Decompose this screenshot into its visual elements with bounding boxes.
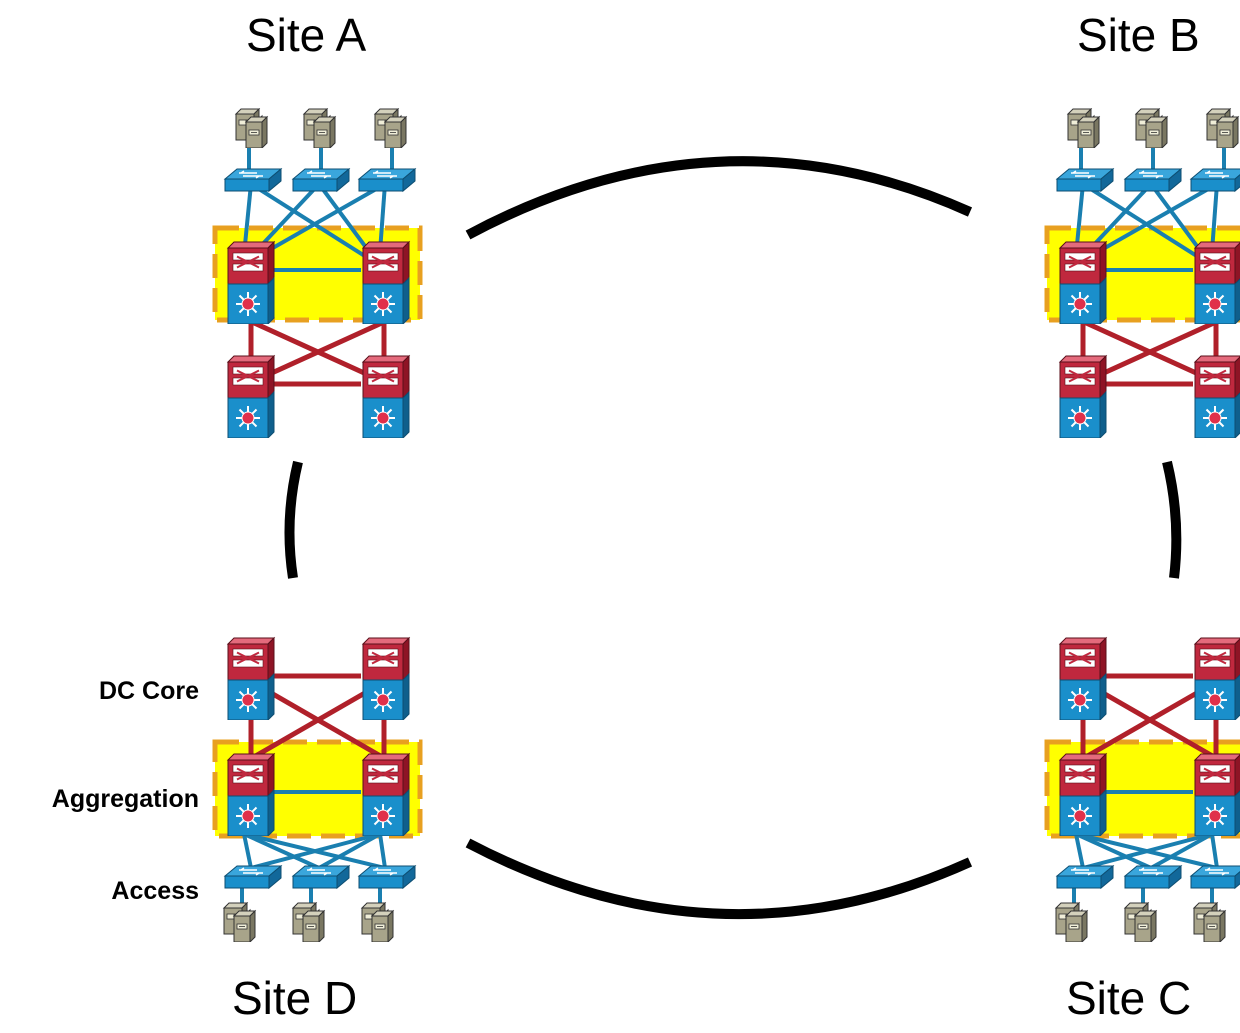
- site-d-core-switch-icon: [227, 637, 275, 720]
- site-c-l3-link: [1082, 679, 1218, 761]
- site-d-l2-link: [318, 832, 381, 870]
- tier-label-access: Access: [111, 877, 199, 905]
- site-a-server-icon: [374, 108, 407, 148]
- site-c-access-switch-icon: [1124, 865, 1182, 889]
- site-b-access-switch-icon: [1056, 168, 1114, 192]
- site-c-aggregation-switch-icon: [1059, 753, 1107, 836]
- site-a-core-switch-icon: [227, 355, 275, 438]
- site-b-access-switch-icon: [1124, 168, 1182, 192]
- site-d-topology: [212, 637, 423, 942]
- site-a-access-switch-icon: [358, 168, 416, 192]
- site-d-core-switch-icon: [362, 637, 410, 720]
- site-c-access-switch-icon: [1056, 865, 1114, 889]
- site-a-aggregation-switch-icon: [362, 241, 410, 324]
- tier-label-aggregation: Aggregation: [51, 785, 199, 813]
- site-c-l2-link: [1150, 832, 1213, 870]
- site-b-aggregation-switch-icon: [1059, 241, 1107, 324]
- site-d-server-icon: [361, 902, 394, 942]
- site-c-label: Site C: [1066, 972, 1192, 1024]
- site-d-l2-link: [250, 832, 381, 870]
- site-b-server-icon: [1067, 108, 1100, 148]
- site-c-server-icon: [1055, 902, 1088, 942]
- site-b-access-switch-icon: [1190, 168, 1240, 192]
- site-c-l2-link: [1082, 832, 1213, 870]
- site-c-l2-link: [1210, 833, 1219, 869]
- site-c-l2-link: [1074, 833, 1085, 869]
- site-d-label: Site D: [232, 972, 358, 1024]
- site-a-topology: [212, 108, 423, 438]
- site-c-server-icon: [1193, 902, 1226, 942]
- site-b-aggregation-switch-icon: [1194, 241, 1240, 324]
- ring-arc-bottom: [465, 838, 973, 920]
- ring-arc-top: [465, 156, 973, 240]
- site-a-core-switch-icon: [362, 355, 410, 438]
- site-a-access-switch-icon: [224, 168, 282, 192]
- wan-ring: [284, 156, 1182, 920]
- site-b-topology: [1044, 108, 1240, 438]
- site-d-aggregation-switch-icon: [362, 753, 410, 836]
- ring-arc-left: [284, 460, 303, 579]
- site-a-aggregation-switch-icon: [227, 241, 275, 324]
- site-d-l2-link: [243, 832, 320, 870]
- site-c-topology: [1044, 637, 1240, 942]
- site-a-access-switch-icon: [292, 168, 350, 192]
- site-b-label: Site B: [1077, 9, 1200, 61]
- site-d-server-icon: [292, 902, 325, 942]
- site-d-aggregation-switch-icon: [227, 753, 275, 836]
- site-d-access-switch-icon: [292, 865, 350, 889]
- site-d-server-icon: [223, 902, 256, 942]
- site-b-core-switch-icon: [1059, 355, 1107, 438]
- site-b-core-switch-icon: [1194, 355, 1240, 438]
- site-d-l3-link: [250, 679, 386, 761]
- site-c-core-switch-icon: [1194, 637, 1240, 720]
- site-d-l2-link: [378, 833, 387, 869]
- site-a-label: Site A: [246, 9, 367, 61]
- site-c-server-icon: [1124, 902, 1157, 942]
- tier-label-dc-core: DC Core: [98, 677, 199, 705]
- site-c-l2-link: [1075, 832, 1152, 870]
- site-d-access-switch-icon: [358, 865, 416, 889]
- site-b-server-icon: [1135, 108, 1168, 148]
- site-c-core-switch-icon: [1059, 637, 1107, 720]
- site-d-access-switch-icon: [224, 865, 282, 889]
- site-c-aggregation-switch-icon: [1194, 753, 1240, 836]
- site-a-server-icon: [303, 108, 336, 148]
- site-d-l2-link: [242, 833, 253, 869]
- site-b-server-icon: [1206, 108, 1239, 148]
- ring-arc-right: [1162, 460, 1182, 579]
- site-a-server-icon: [235, 108, 268, 148]
- site-c-access-switch-icon: [1190, 865, 1240, 889]
